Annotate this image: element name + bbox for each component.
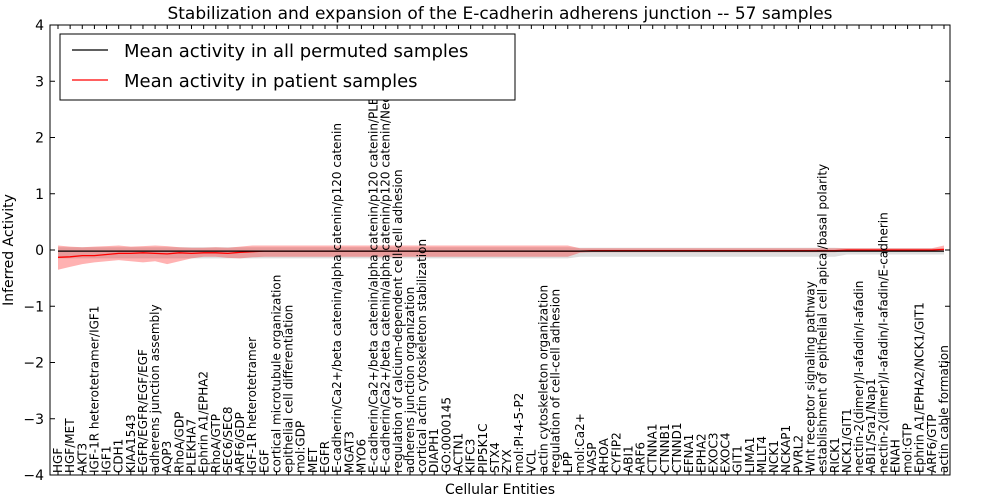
- y-tick-label: −4: [23, 468, 44, 484]
- legend-box: [59, 33, 516, 101]
- chart-title: Stabilization and expansion of the E-cad…: [167, 4, 832, 24]
- x-tick-label: EXOC3: [706, 433, 720, 474]
- x-tick-label: CDH1: [112, 439, 126, 473]
- x-tick-label: KIFC3: [464, 439, 478, 473]
- x-tick-label: RICK1: [828, 437, 842, 473]
- y-tick-label: −2: [23, 356, 44, 372]
- x-tick-label: adherens junction assembly: [148, 304, 162, 473]
- x-tick-label: Ephrin A1/EPHA2: [197, 371, 211, 473]
- x-tick-label: GIT1: [731, 445, 745, 473]
- x-tick-label: E-cadherin/Ca2+/beta catenin/alpha caten…: [379, 80, 393, 473]
- y-tick-label: 4: [35, 18, 44, 34]
- x-tick-label: NCK1: [767, 440, 781, 473]
- x-tick-label: ARF6/GDP: [233, 412, 247, 473]
- x-tick-label: HGF: [51, 448, 65, 473]
- y-tick-label: 1: [35, 187, 44, 203]
- x-tick-label: mol:Ca2+: [573, 413, 587, 473]
- x-tick-label: regulation of calcium-dependent cell-cel…: [391, 169, 405, 473]
- x-tick-label: EXOC4: [719, 433, 733, 474]
- x-tick-label: VCL: [524, 449, 538, 473]
- x-tick-label: RHOA: [597, 437, 611, 473]
- x-tick-label: RhoA/GTP: [209, 414, 223, 473]
- y-tick-label: −1: [23, 299, 44, 315]
- x-tick-label: EFNA1: [682, 434, 696, 473]
- x-tick-label: cortical microtubule organization: [269, 275, 283, 473]
- x-tick-label: epithelial cell differentiation: [282, 305, 296, 473]
- x-tick-label: mol:GDP: [294, 421, 308, 473]
- x-tick-label: SEC6/SEC8: [221, 407, 235, 473]
- x-tick-label: STX4: [488, 442, 502, 473]
- x-tick-label: Wnt receptor signaling pathway: [803, 281, 817, 473]
- x-tick-label: MGAT3: [342, 431, 356, 473]
- x-tick-label: EGFR: [318, 441, 332, 473]
- x-tick-label: IGF-1R heterotetramer/IGF1: [87, 306, 101, 473]
- x-tick-label: IGF-1R heterotetramer: [245, 337, 259, 473]
- x-tick-label: E-cadherin/Ca2+/beta catenin/alpha caten…: [330, 123, 344, 473]
- x-tick-label: PIP5K1C: [476, 423, 490, 473]
- x-tick-label: NCK1/GIT1: [840, 408, 854, 473]
- x-tick-label: CTNNB1: [658, 423, 672, 473]
- y-tick-label: 3: [35, 74, 44, 90]
- x-tick-label: cortical actin cytoskeleton stabilizatio…: [415, 239, 429, 473]
- x-tick-label: AKT3: [75, 443, 89, 473]
- x-tick-label: regulation of cell-cell adhesion: [549, 289, 563, 473]
- x-tick-label: adherens junction organization: [403, 287, 417, 473]
- legend: Mean activity in all permuted samples Me…: [59, 33, 516, 101]
- y-tick-label: 2: [35, 131, 44, 147]
- x-tick-label: ACTN1: [452, 433, 466, 473]
- x-tick-label: EPHA2: [694, 433, 708, 473]
- x-tick-label: IGF1: [100, 446, 114, 473]
- legend-label-patient: Mean activity in patient samples: [124, 71, 418, 92]
- x-tick-label: nectin-2(dimer)/I-afadin/I-afadin: [852, 281, 866, 473]
- x-tick-label: NCKAP1: [779, 425, 793, 473]
- x-tick-label: nectin-2(dimer)/I-afadin/I-afadin/E-cadh…: [876, 212, 890, 473]
- y-tick-label: 0: [35, 243, 44, 259]
- x-tick-label: establishment of epithelial cell apical/…: [816, 164, 830, 473]
- x-tick-label: ZYX: [500, 449, 514, 473]
- x-tick-label: EGFR/EGFR/EGF/EGF: [136, 349, 150, 473]
- x-tick-label: RhoA/GDP: [172, 412, 186, 473]
- x-tick-label: E-cadherin/Ca2+/beta catenin/alpha caten…: [367, 65, 381, 473]
- x-tick-label: MET: [306, 447, 320, 473]
- x-tick-label: ARF6/GTP: [925, 414, 939, 473]
- x-tick-label: ABI1: [621, 445, 635, 473]
- x-tick-label: mol:GTP: [901, 423, 915, 473]
- x-tick-label: CYFIP2: [609, 432, 623, 473]
- legend-label-permuted: Mean activity in all permuted samples: [124, 41, 468, 62]
- x-tick-label: KIAA1543: [124, 414, 138, 473]
- x-tick-label: LPP: [561, 452, 575, 473]
- x-tick-label: mol:PI-4-5-P2: [512, 393, 526, 473]
- plot-frame: [49, 24, 951, 476]
- y-tick-label: −3: [23, 412, 44, 428]
- x-tick-label: actin cytoskeleton organization: [536, 285, 550, 473]
- y-axis-label: Inferred Activity: [1, 194, 17, 306]
- x-tick-label: EGF: [257, 449, 271, 473]
- x-tick-label: DIAPH1: [427, 428, 441, 473]
- series-lines: [57, 248, 945, 258]
- x-tick-label: CTNND1: [670, 422, 684, 473]
- x-tick-label: actin cable formation: [937, 345, 951, 473]
- x-tick-label: CTNNA1: [646, 423, 660, 473]
- x-tick-label: LIMA1: [743, 437, 757, 473]
- x-tick-label: ABI1/Sra1/Nap1: [864, 378, 878, 473]
- x-tick-label: AQP3: [160, 441, 174, 473]
- x-tick-label: PVRL2: [791, 435, 805, 473]
- y-axis-ticks: 4 3 2 1 0 −1 −2 −3 −4: [23, 18, 950, 484]
- x-axis-label: Cellular Entities: [445, 482, 555, 498]
- x-tick-label: PLEKHA7: [185, 419, 199, 473]
- x-tick-label: Ephrin A1/EPHA2/NCK1/GIT1: [913, 302, 927, 473]
- x-tick-label: ENAH: [888, 439, 902, 473]
- x-tick-label: VASP: [585, 442, 599, 473]
- x-tick-label: MYO6: [354, 439, 368, 473]
- x-tick-label: HGF/MET: [63, 418, 77, 473]
- x-tick-label: ARF6: [634, 442, 648, 473]
- x-tick-label: MLLT4: [755, 436, 769, 473]
- x-tick-label: GO:0000145: [439, 397, 453, 473]
